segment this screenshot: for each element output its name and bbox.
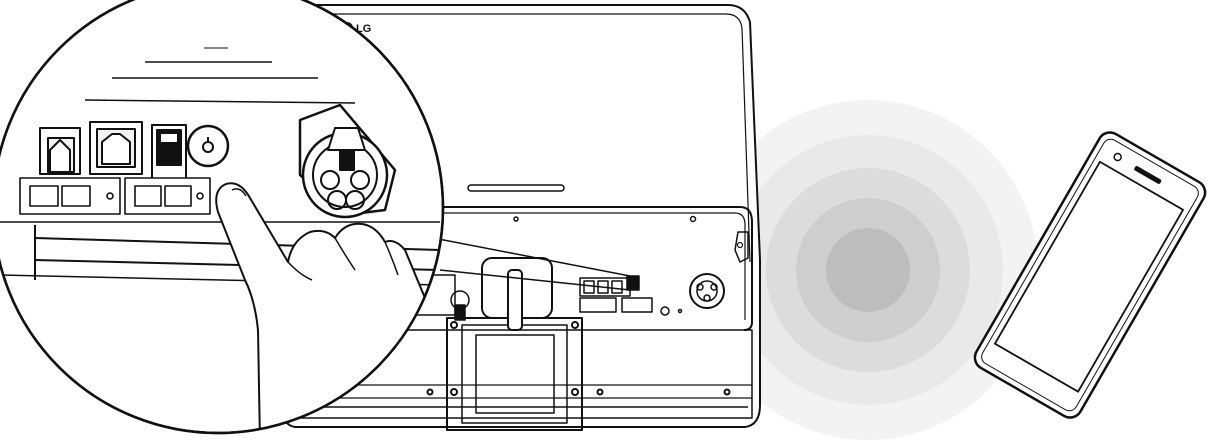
phone-camera [1113,152,1122,162]
phone-screen [993,160,1185,393]
detail-zoom-circle [0,0,445,435]
wireless-signal-icon [698,100,1038,440]
handle-slot [467,184,565,192]
cover-edge [300,206,753,331]
zoom-port-left [39,127,81,175]
smartphone-icon [973,131,1207,419]
zoom-pairing-button [186,124,230,168]
zoom-pointer-line-bottom [439,269,631,291]
signal-core [826,228,910,312]
phone-inner-bezel [981,138,1199,412]
zoom-terminal-strip [19,177,211,215]
unit-inner-outline [310,13,751,263]
bracket-plate [475,334,555,414]
side-latch [734,231,749,263]
zoom-ethernet-port [89,121,143,175]
zoom-pointer-line-top [422,235,631,277]
zoom-cable-connector [298,103,397,219]
phone-speaker [1134,166,1162,184]
cover-edge-inner [300,212,746,320]
